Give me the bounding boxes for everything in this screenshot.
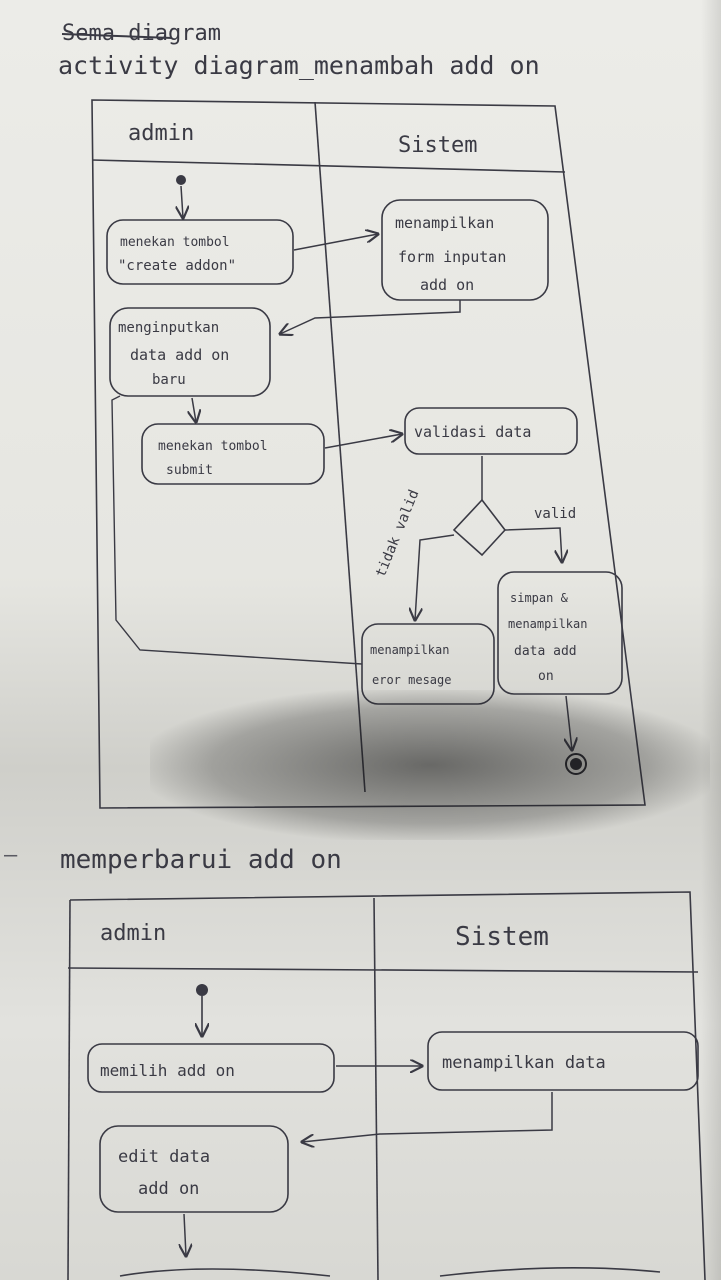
node-show-form-line2: form inputan: [398, 248, 506, 266]
diagram2-lane-admin: admin: [100, 921, 166, 946]
node-edit-line2: add on: [138, 1179, 199, 1199]
strike-line: [61, 33, 173, 39]
node-press-submit: [141, 423, 325, 485]
diagram2-lane-header-line: [67, 967, 699, 973]
node-save-line4: on: [538, 669, 554, 684]
node-show-form-line1: menampilkan: [395, 214, 494, 232]
node-save-line1: simpan &: [510, 591, 569, 605]
node-input-data-line2: data add on: [130, 346, 229, 364]
node-press-create-line2: "create addon": [118, 258, 236, 274]
decision-diamond: [452, 498, 507, 557]
node-validate: [404, 407, 578, 455]
arrow-valid-branch: [504, 527, 562, 562]
arrow-form-to-input: [280, 300, 461, 334]
guard-valid: valid: [534, 506, 576, 522]
node-press-submit-line1: menekan tombol: [158, 439, 268, 454]
diagram1-lane-divider: [314, 101, 366, 793]
diagram2-border-top-right: [69, 891, 706, 1280]
node-error-message: [361, 623, 495, 705]
diagram2-lane-sistem: Sistem: [455, 922, 549, 952]
guard-invalid: tidak valid: [373, 488, 423, 580]
dash-mark: –: [4, 843, 18, 868]
node-input-data-line3: baru: [152, 372, 186, 388]
sheet-edge: [701, 0, 721, 1280]
arrow2-show-to-edit: [302, 1092, 553, 1142]
node-input-data: [109, 307, 271, 397]
node-save-line3: data add: [514, 644, 577, 659]
diagram2-start-node: [196, 984, 208, 996]
node-press-submit-line2: submit: [166, 463, 213, 478]
node-choose-addon: [87, 1043, 335, 1093]
node-press-create-line1: menekan tombol: [120, 235, 230, 250]
diagram2-lane-divider: [373, 897, 379, 1280]
arrow-error-loop-back: [111, 395, 363, 665]
diagram1-title: activity diagram_menambah add on: [58, 51, 540, 80]
diagram2-border-left: [67, 899, 71, 1280]
node-input-data-line1: menginputkan: [118, 320, 219, 336]
node-choose-text: memilih add on: [100, 1061, 235, 1080]
node-next-partial-right: [439, 1267, 661, 1277]
node-show-data: [427, 1031, 699, 1091]
node-press-create: [106, 219, 294, 285]
arrow-submit-to-validate: [324, 434, 402, 449]
node-validate-text: validasi data: [414, 423, 531, 441]
diagram1-end-node-core: [570, 758, 582, 770]
struck-title: Sema diagram: [61, 21, 221, 46]
node-edit-data: [99, 1125, 289, 1213]
diagram1-start-node: [176, 175, 186, 185]
arrow-save-to-end: [566, 695, 572, 750]
struck-title-text: Sema diagram: [62, 21, 221, 46]
arrow-input-to-submit: [192, 397, 196, 422]
diagram1-lane-admin: admin: [128, 121, 194, 146]
diagram2-frame: [67, 891, 706, 1280]
arrow-invalid-branch: [415, 534, 455, 620]
node-save-line2: menampilkan: [508, 617, 587, 631]
diagram1-lane-sistem: Sistem: [398, 133, 477, 158]
node-next-partial: [119, 1268, 331, 1277]
node-error-line2: eror mesage: [372, 673, 451, 687]
diagram2-title: memperbarui add on: [60, 845, 342, 875]
arrow2-edit-to-next: [184, 1213, 186, 1256]
node-error-line1: menampilkan: [370, 643, 449, 657]
node-show-form: [381, 199, 549, 301]
arrow-start-to-press: [181, 185, 183, 218]
node-show-form-line3: add on: [420, 276, 474, 294]
node-edit-line1: edit data: [118, 1147, 210, 1167]
arrow-press-to-form: [293, 234, 378, 251]
diagram1-lane-header-line: [91, 159, 566, 173]
node-show-data-text: menampilkan data: [442, 1053, 606, 1073]
